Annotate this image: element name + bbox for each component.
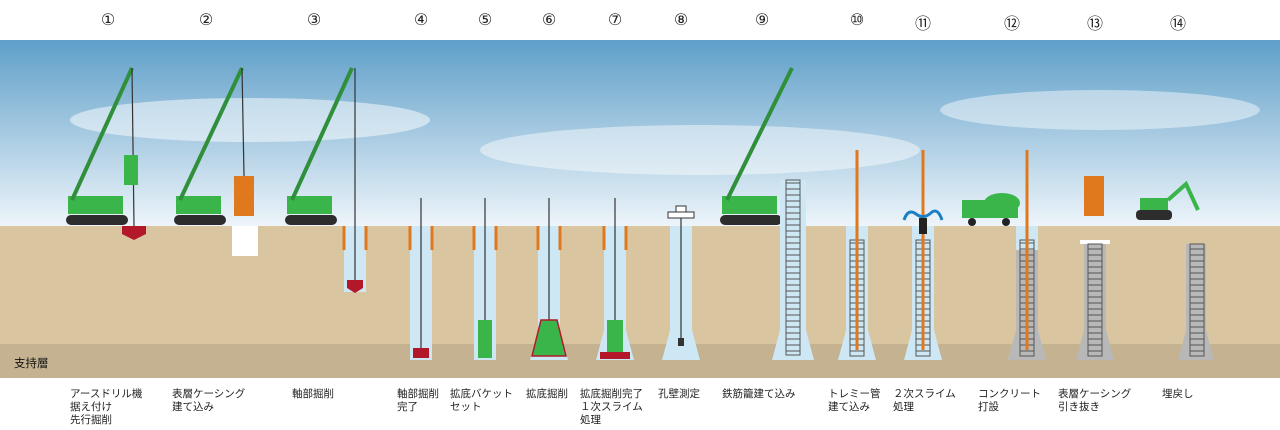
step-caption: 軸部掘削 xyxy=(292,388,334,400)
step2-surface-casing xyxy=(174,67,258,256)
ground xyxy=(0,226,1280,344)
step7-borehole xyxy=(596,198,634,360)
step-number: ⑬ xyxy=(1086,14,1103,33)
step-caption: アースドリル機 据え付け 先行掘削 xyxy=(70,388,143,426)
step-number: ⑩ xyxy=(849,10,865,29)
cloud xyxy=(940,90,1260,130)
bearing-layer-label: 支持層 xyxy=(14,356,49,370)
step-number: ⑤ xyxy=(477,10,493,29)
step-number: ⑫ xyxy=(1003,14,1020,33)
step-caption: 拡底掘削完了 １次スライム 処理 xyxy=(580,388,643,426)
step-caption: 拡底掘削 xyxy=(526,388,568,400)
step12-concrete xyxy=(962,150,1046,360)
step-caption: トレミー管 建て込み xyxy=(828,388,881,413)
step-caption: ２次スライム 処理 xyxy=(893,388,956,413)
step8-borehole xyxy=(662,205,700,360)
step-number: ⑦ xyxy=(607,10,623,29)
step11-slime-treatment xyxy=(902,150,944,360)
step4-borehole xyxy=(408,198,434,360)
step5-borehole xyxy=(472,198,498,360)
step13-casing-extraction xyxy=(1076,176,1114,360)
step-caption: 埋戻し xyxy=(1162,388,1194,400)
step-caption: 表層ケーシング 引き抜き xyxy=(1058,388,1132,413)
step-number: ① xyxy=(100,10,116,29)
step-caption: 鉄筋籠建て込み xyxy=(722,388,796,400)
step-caption: 軸部掘削 完了 xyxy=(397,388,439,413)
step14-backfill xyxy=(1136,180,1214,360)
step9-rebar-cage xyxy=(720,67,814,360)
step-number: ⑭ xyxy=(1169,14,1186,33)
step10-tremie-pipe xyxy=(838,150,876,360)
step-caption: 表層ケーシング 建て込み xyxy=(172,388,246,413)
step-caption: 拡底バケット セット xyxy=(450,388,513,413)
step-number: ⑨ xyxy=(754,10,770,29)
cloud xyxy=(70,98,430,142)
step-number: ② xyxy=(198,10,214,29)
step1-drill-rig xyxy=(66,67,146,240)
step6-borehole xyxy=(530,198,568,360)
step-caption: コンクリート 打設 xyxy=(978,388,1041,413)
step-number: ⑪ xyxy=(914,14,931,33)
step-number: ⑥ xyxy=(541,10,557,29)
step-number: ④ xyxy=(413,10,429,29)
bearing-layer xyxy=(0,344,1280,378)
cloud xyxy=(480,125,920,175)
step-caption: 孔壁測定 xyxy=(658,388,700,400)
step-number: ⑧ xyxy=(673,10,689,29)
step3-shaft-excavation xyxy=(285,67,368,293)
step-number: ③ xyxy=(306,10,322,29)
